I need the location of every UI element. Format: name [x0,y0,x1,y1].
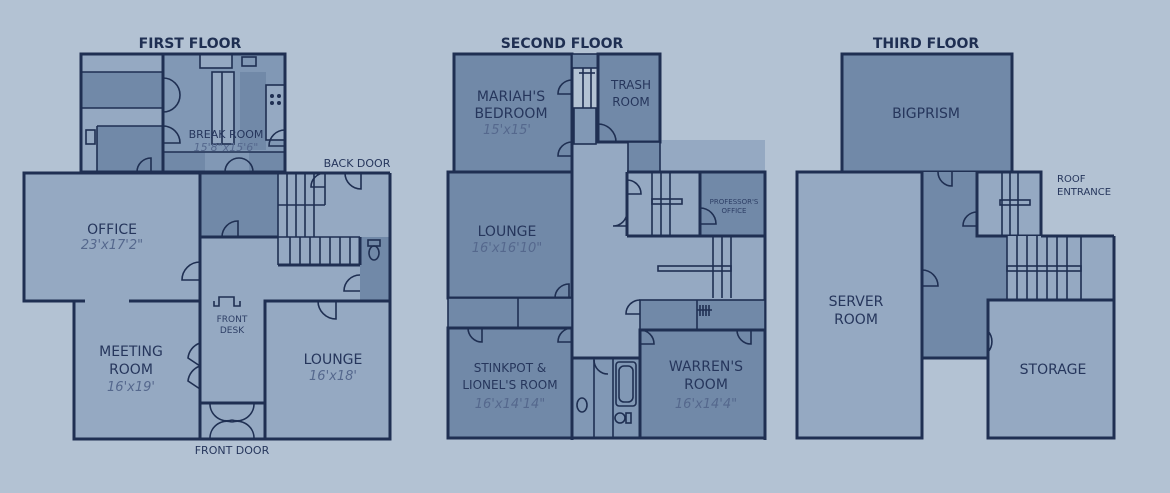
warrens-room-dimensions: 16'x14'4" [675,397,737,412]
bathtub-icon [615,361,637,407]
break-room-label: BREAK ROOM [189,128,264,141]
second-floor-plan: SECOND FLOOR MARIAH'S BEDROOM 15'x15' [446,36,767,440]
roof-entrance-label-line2: ENTRANCE [1057,187,1111,198]
front-desk-label-line1: FRONT [217,315,248,325]
second-floor-title: SECOND FLOOR [501,36,624,52]
storage-room[interactable]: STORAGE [986,298,1116,440]
mariahs-bedroom[interactable]: MARIAH'S BEDROOM 15'x15' [452,52,599,174]
stinkpot-lionels-room-label-line1: STINKPOT & [474,361,547,375]
third-floor-title: THIRD FLOOR [873,36,980,52]
meeting-room-label-line1: MEETING [99,344,163,360]
second-floor-lounge[interactable]: LOUNGE 16'x16'10" [446,170,574,300]
storage-label: STORAGE [1020,362,1087,378]
first-floor-plan: FIRST FLOOR [22,36,392,457]
stairs-icon [277,173,360,265]
front-door-label: FRONT DOOR [195,444,270,457]
mariahs-bedroom-dimensions: 15'x15' [483,123,531,138]
break-room[interactable]: BREAK ROOM 15'8"x15'6" [79,52,287,174]
office-dimensions: 23'x17'2" [81,238,143,253]
server-room-label-line1: SERVER [829,294,884,310]
break-room-dimensions: 15'8"x15'6" [194,141,259,154]
front-desk-label-line2: DESK [220,326,245,336]
sink-icon [576,397,588,413]
meeting-room-dimensions: 16'x19' [107,380,155,395]
professors-office-label-line2: OFFICE [722,207,747,215]
warrens-room[interactable]: WARREN'S ROOM 16'x14'4" [638,328,767,440]
professors-office[interactable]: PROFESSOR'S OFFICE [698,170,767,238]
first-floor-hallway [181,171,392,301]
office-label: OFFICE [87,222,137,238]
meeting-room-label-line2: ROOM [109,362,153,378]
roof-entrance-label-line1: ROOF [1057,174,1086,185]
first-floor-lounge[interactable]: LOUNGE 16'x18' [263,299,392,441]
stinkpot-lionels-room-label-line2: LIONEL'S ROOM [462,378,557,392]
stinkpot-lionels-room[interactable]: STINKPOT & LIONEL'S ROOM 16'x14'14" [446,326,574,440]
warrens-room-label-line2: ROOM [684,377,728,393]
meeting-room[interactable]: MEETING ROOM 16'x19' [72,298,202,441]
trash-room[interactable]: TRASH ROOM [596,52,662,173]
toilet-icon-2 [614,412,632,424]
back-door-label: BACK DOOR [324,157,391,170]
lounge-dimensions: 16'x18' [309,369,357,384]
lounge-label: LOUNGE [304,352,363,368]
third-floor-plan: THIRD FLOOR BIGPRISM [795,36,1116,440]
professors-office-label-line1: PROFESSOR'S [710,198,759,206]
lounge-2-label: LOUNGE [478,224,537,240]
second-floor-stairs [612,170,767,440]
stinkpot-lionels-room-dimensions: 16'x14'14" [475,397,545,412]
mariahs-bedroom-label-line1: MARIAH'S [477,89,545,105]
warrens-room-label-line1: WARREN'S [669,359,743,375]
trash-room-label-line2: ROOM [612,95,650,109]
lounge-2-dimensions: 16'x16'10" [472,241,542,256]
front-desk-area[interactable]: FRONT DESK [187,296,278,441]
office-room[interactable]: OFFICE 23'x17'2" [22,171,202,303]
server-room[interactable]: SERVER ROOM [795,170,939,440]
server-room-label-line2: ROOM [834,312,878,328]
first-floor-title: FIRST FLOOR [139,36,242,52]
bigprism-label: BIGPRISM [892,106,960,122]
toilet-icon [367,239,381,261]
mariahs-bedroom-label-line2: BEDROOM [474,106,547,122]
trash-room-label-line1: TRASH [610,78,651,92]
bathroom[interactable] [570,356,642,440]
bigprism-room[interactable]: BIGPRISM [840,52,1014,174]
third-floor-stairs [937,170,1116,300]
